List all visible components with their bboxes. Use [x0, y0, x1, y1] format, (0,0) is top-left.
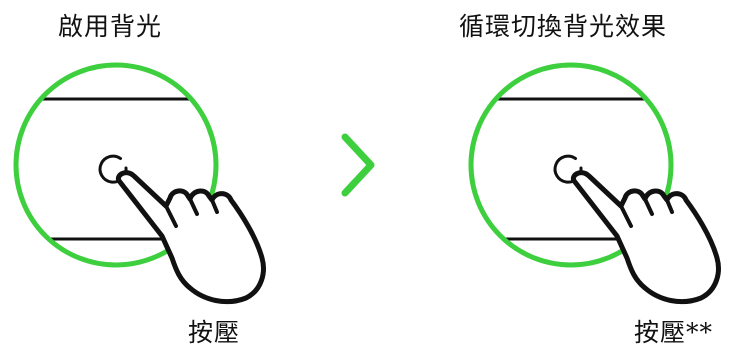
- right-zoom-circle: [468, 62, 674, 268]
- left-step-title: 啟用背光: [58, 12, 163, 41]
- right-step-illustration: [468, 62, 721, 305]
- left-step-illustration: [13, 62, 266, 305]
- pointing-hand-icon: [571, 170, 721, 305]
- right-step-action: 按壓**: [634, 318, 714, 347]
- right-step-title: 循環切換背光效果: [459, 12, 668, 41]
- pointing-hand-icon: [116, 170, 266, 305]
- chevron-right-icon: [341, 133, 375, 197]
- left-zoom-circle: [13, 62, 219, 268]
- left-step-action: 按壓: [188, 318, 241, 347]
